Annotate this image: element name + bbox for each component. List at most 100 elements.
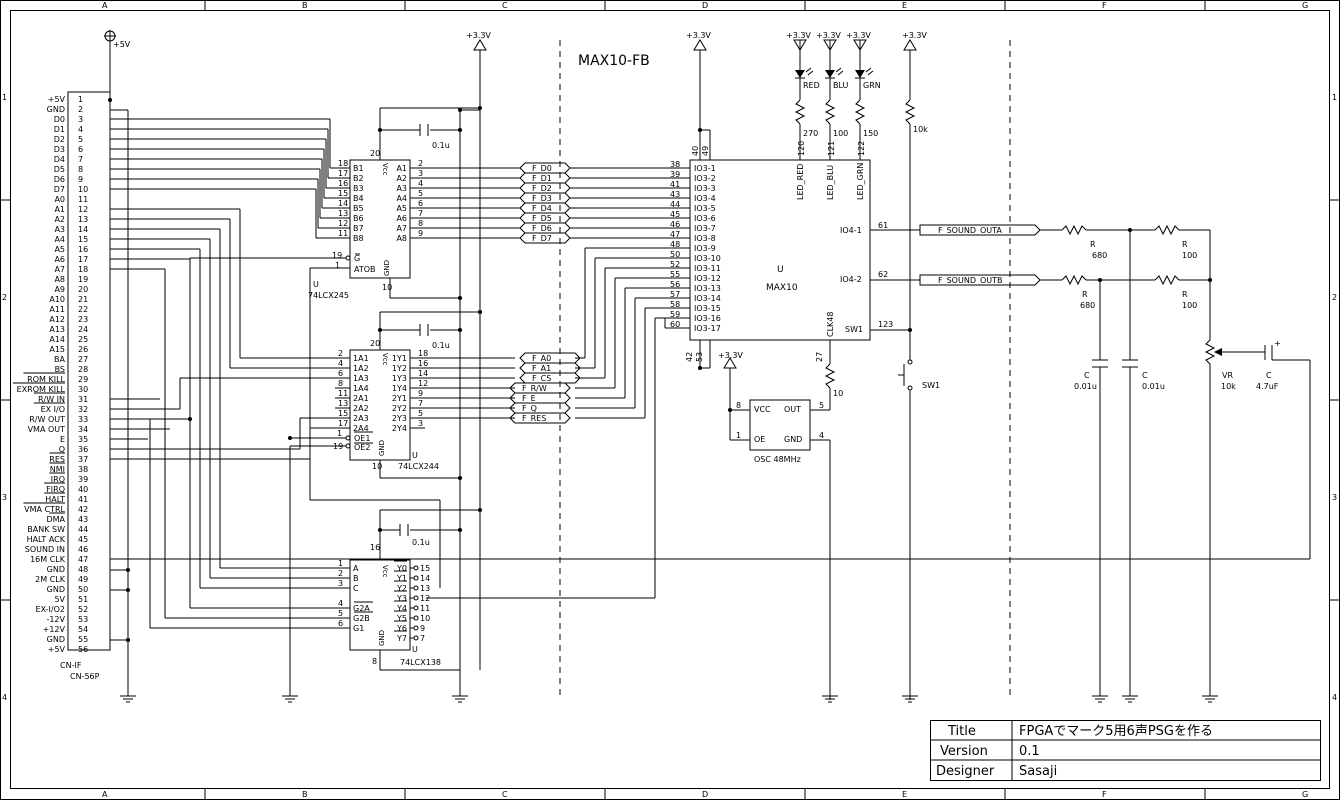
bus-label-ctrl: F_E: [522, 394, 536, 403]
resistor-name: R: [1082, 290, 1088, 299]
ic-138-vcc-name: Vcc: [381, 565, 389, 578]
frame-col-bottom: C: [502, 790, 508, 799]
vr-value: 10k: [1221, 382, 1236, 391]
bus-label-data: F_D7: [532, 234, 552, 243]
ic-pin-name: 1Y3: [392, 374, 407, 383]
ic-138-designator: U: [412, 645, 418, 654]
ic-pin-name: A: [353, 564, 359, 573]
rail-33-label-fpga: +3.3V: [686, 31, 711, 40]
connector-pin-number: 40: [78, 485, 88, 494]
fpga-pin-name: IO3-14: [694, 294, 721, 303]
connector-signal-label: D4: [54, 155, 65, 164]
connector-signal-label: GND: [47, 565, 65, 574]
ic-pin-name: A6: [396, 214, 407, 223]
ic-pin-name: B: [353, 574, 359, 583]
connector-pin-number: 28: [78, 365, 88, 374]
connector-signal-label: A7: [54, 265, 65, 274]
connector-pin-number: 10: [78, 185, 88, 194]
ic-74lcx138: 1A2B3C4G2A5G2B6G115Y014Y113Y212Y311Y410Y…: [335, 543, 441, 667]
ic-pin-name: Y1: [396, 574, 407, 583]
led-icon: [825, 70, 835, 78]
ic-pin-bubble: [413, 625, 419, 631]
bus-label-data: F_D6: [532, 224, 552, 233]
ic-pin-number: 14: [338, 199, 348, 208]
fpga-pin-number: 44: [670, 200, 680, 209]
osc-vcc: VCC: [754, 405, 771, 414]
connector-pin-number: 18: [78, 265, 88, 274]
ic-pin-name: 1A4: [353, 384, 369, 393]
connector-pin-number: 1: [78, 95, 83, 104]
connector-signal-label: D0: [54, 115, 65, 124]
connector-signal-label: A15: [49, 345, 65, 354]
fpga-pin-number: 43: [670, 190, 680, 199]
connector-signal-label: BS: [55, 365, 65, 374]
fpga-pin-number: 123: [878, 320, 893, 329]
frame-row-right: 2: [1332, 293, 1337, 302]
connector-signal-label: D6: [54, 175, 65, 184]
bus-label-ctrl: F_A0: [532, 354, 551, 363]
title-label: Title: [947, 724, 976, 739]
connector-pin-number: 12: [78, 205, 88, 214]
ic-244-pins: 21A141A261A381A4112A1132A2152A3172A4181Y…: [333, 349, 428, 452]
fpga-pin-number: 122: [857, 141, 866, 156]
osc-pin1: 1: [736, 431, 741, 440]
led-supply-label: +3.3V: [816, 31, 841, 40]
ic-245-g-name: G: [354, 254, 360, 263]
connector-pin-number: 42: [78, 505, 88, 514]
fpga-pin-name: LED_GRN: [856, 163, 865, 200]
ic-pin-number: 7: [418, 209, 423, 218]
ic-pin-number: 17: [338, 169, 348, 178]
ic-pin-number: 1: [337, 429, 342, 438]
ic-pin-number: 6: [338, 369, 343, 378]
led-ray: [865, 67, 872, 73]
ic-pin-number: 15: [338, 189, 348, 198]
frame-col-bottom: D: [702, 790, 708, 799]
connector-pin-number: 30: [78, 385, 88, 394]
fpga-pin-name: LED_BLU: [826, 165, 835, 200]
osc-gnd: GND: [784, 435, 802, 444]
connector-signal-label: D2: [54, 135, 65, 144]
fpga-pin-number: 57: [670, 290, 680, 299]
ic-pin-number: 14: [420, 574, 430, 583]
connector-signal-label: BA: [54, 355, 65, 364]
fpga-pin-number: 40: [691, 146, 700, 156]
version-label: Version: [940, 744, 988, 759]
vr-name: VR: [1222, 371, 1233, 380]
fpga-pin-name: LED_RED: [796, 164, 805, 200]
junction: [1208, 278, 1212, 282]
ic-244-vcc-name: Vcc: [381, 353, 389, 366]
ic-pin-name: Y6: [396, 624, 407, 633]
connector-name: CN-IF: [60, 661, 82, 670]
fpga-pin-name: IO3-15: [694, 304, 721, 313]
frame-row-left: 4: [2, 693, 7, 702]
ic-138-decoupling: 0.1u: [378, 524, 462, 671]
resistor-name: R: [1090, 240, 1096, 249]
connector-signal-label: +5V: [48, 95, 66, 104]
connector-signal-label: D5: [54, 165, 65, 174]
fpga-pin-name: IO3-6: [694, 214, 716, 223]
fpga-pin-number: 56: [670, 280, 680, 289]
osc-out: OUT: [784, 405, 801, 414]
resistor-name: R: [1182, 240, 1188, 249]
ic-138-vcc-pin: 16: [370, 543, 380, 552]
bus-label-data: F_D3: [532, 194, 552, 203]
connector-signal-label: RES: [49, 455, 65, 464]
ic-pin-name: 1Y2: [392, 364, 407, 373]
led-color-label: GRN: [863, 81, 881, 90]
connector-signal-label: A0: [54, 195, 65, 204]
fpga-pin-name: IO3-5: [694, 204, 716, 213]
connector-pin-number: 48: [78, 565, 88, 574]
connector-signal-label: A2: [54, 215, 65, 224]
pullup-10k-label: 10k: [913, 125, 928, 134]
ic-pin-number: 11: [338, 229, 348, 238]
frame-row-left: 1: [2, 93, 7, 102]
osc-name: OSC 48MHz: [754, 455, 801, 464]
ic-pin-name: OE2: [354, 443, 370, 452]
connector-pin-number: 23: [78, 315, 88, 324]
connector-signal-label: R/W IN: [38, 395, 65, 404]
fpga-pin-name: IO3-1: [694, 164, 716, 173]
